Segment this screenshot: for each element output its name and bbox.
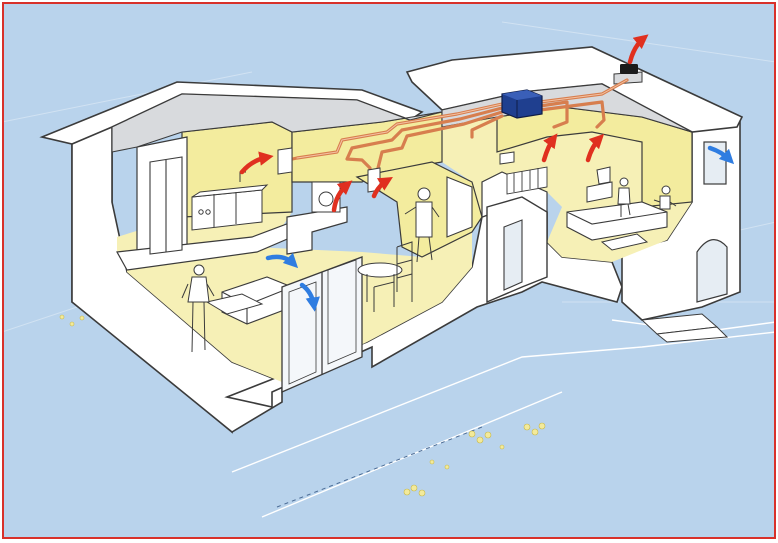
ventilation-unit [501,89,543,119]
washbasin [586,181,613,203]
person-man-hall [404,187,440,263]
bath-step [600,233,649,251]
sliding-glass-door [281,256,363,393]
exhaust-arrow-utility [371,177,393,199]
kitchen-cabinets [191,184,269,231]
exterior-steps [640,313,729,343]
garden-flowers [59,314,546,497]
bathtub [566,201,668,241]
person-woman-left [181,264,215,353]
radiator [506,166,548,195]
exhaust-arrow-kitchen [239,151,274,175]
exhaust-arrow-bath-2 [585,133,605,163]
tall-cupboard [149,156,183,255]
toilet [596,166,611,185]
roof-underside-left [111,93,443,153]
hall-door-panel [446,176,473,238]
bathroom-sink [499,151,515,165]
intake-arrows [265,145,735,312]
interior-door [503,219,523,291]
child-bath-2 [653,185,677,210]
intake-arrow-door [299,282,320,312]
exhaust-arrow-bath-1 [541,133,558,163]
child-bath-1 [617,177,631,217]
intake-arrow-living [265,252,299,269]
exhaust-arrow-roof [627,34,649,65]
coffee-table [205,293,264,315]
dining-table-chairs [357,241,413,312]
intake-arrow-bedroom [707,145,735,165]
right-arch-doorway [696,239,728,303]
rooftop-vent-cap [620,64,638,74]
exhaust-arrows [239,34,649,213]
exhaust-arrow-laundry [331,180,353,213]
ventilation-ducts-highlight [296,79,628,159]
